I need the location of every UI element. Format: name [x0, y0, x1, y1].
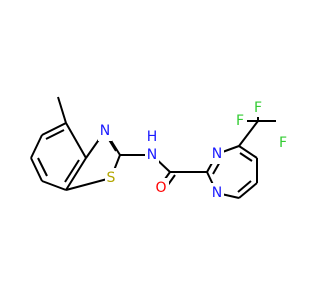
atom-s-benzothiazole: S	[105, 168, 118, 188]
atom-n-benzothiazole-label: N	[100, 123, 110, 139]
atom-n-pyrimidine-top: N	[210, 144, 224, 164]
atom-f-left: F	[233, 112, 247, 130]
atom-h-amide: H	[145, 128, 159, 146]
bond-benzene-3	[30, 157, 43, 182]
bond-benzene-1	[41, 122, 67, 136]
bond-benzene-2	[30, 134, 43, 159]
bond-benzene-6	[65, 122, 87, 159]
atom-s-benzothiazole-label: S	[107, 170, 116, 186]
bond-benzene-1-inner	[45, 129, 65, 140]
atom-n-pyrimidine-bottom-label: N	[212, 185, 222, 201]
atom-n-amide: N	[145, 145, 159, 165]
bond-benzene-3-inner	[37, 157, 48, 177]
atom-n-pyrimidine-bottom: N	[210, 183, 224, 203]
atom-label-layer: N S N H O N N F	[98, 99, 290, 203]
bond-thiazole-s-c	[65, 177, 112, 191]
bond-pyrimidine-c4-c3-double	[237, 180, 252, 193]
atom-f-right: F	[276, 134, 290, 152]
bond-pyrimidine-c6-c5	[238, 145, 258, 159]
molecule-structure-diagram: N S N H O N N F	[30, 96, 290, 203]
atom-f-top-label: F	[254, 100, 262, 116]
atom-f-right-label: F	[279, 135, 287, 151]
atom-f-top: F	[251, 99, 265, 117]
atom-n-pyrimidine-top-label: N	[212, 146, 222, 162]
atom-h-amide-label: H	[147, 129, 158, 145]
atom-o-carbonyl-label: O	[155, 180, 166, 196]
bond-c6-cf3	[238, 120, 259, 147]
bond-pyrimidine-c4-c3	[238, 182, 258, 199]
atom-o-carbonyl: O	[154, 178, 169, 198]
atom-n-benzothiazole: N	[98, 121, 112, 141]
bond-pyrimidine-c6-c5-double	[239, 152, 253, 162]
bond-benzene-5	[65, 157, 87, 191]
atom-n-amide-label: N	[147, 147, 157, 163]
atom-f-left-label: F	[236, 113, 244, 129]
bond-benzene-5-inner	[64, 159, 80, 183]
bond-benzene-4	[41, 180, 67, 191]
bond-methyl	[57, 96, 67, 124]
